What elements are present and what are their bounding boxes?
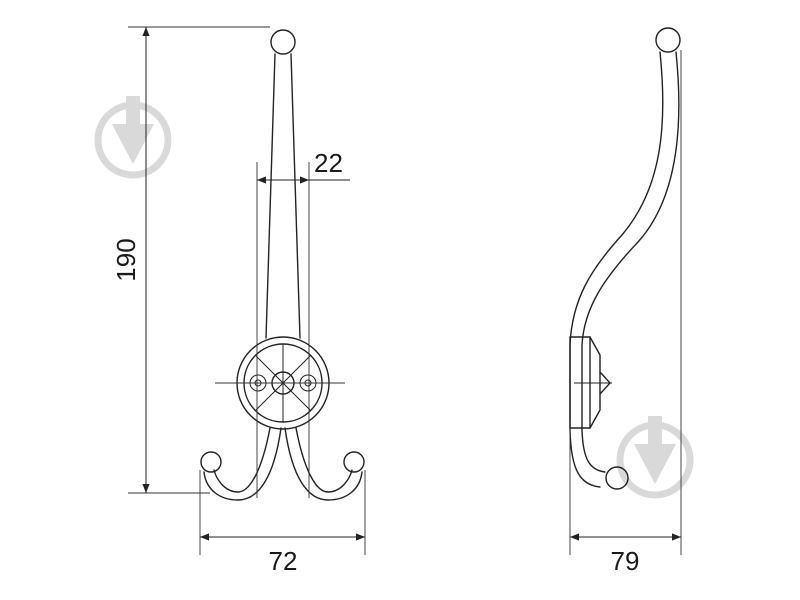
watermark-icon-left: [94, 96, 172, 179]
front-view: [128, 26, 366, 555]
dimension-base-width-label: 72: [269, 546, 298, 576]
watermark-icon-right: [616, 416, 694, 499]
side-view: [569, 27, 682, 555]
dimension-height-label: 190: [111, 238, 141, 281]
dimension-top-width-label: 22: [314, 148, 343, 178]
dimension-depth-label: 79: [611, 546, 640, 576]
